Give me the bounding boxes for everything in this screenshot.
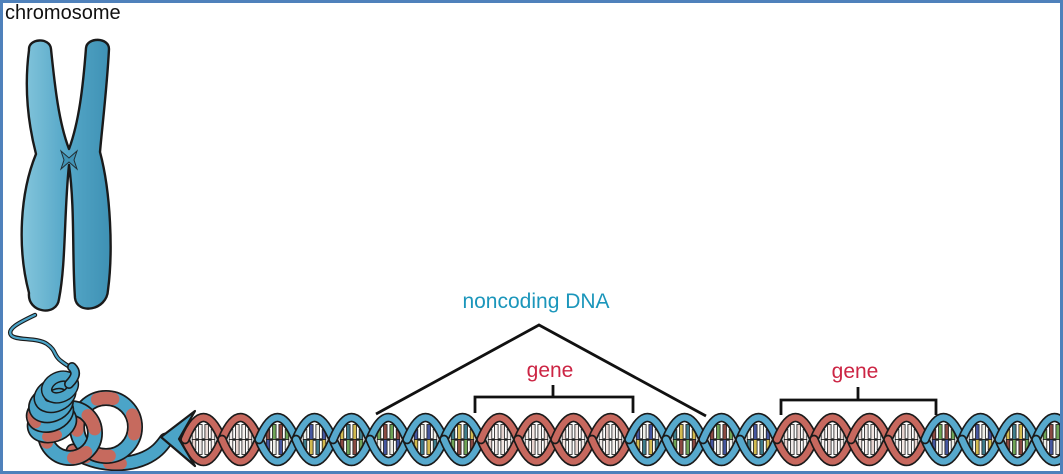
dna-helix-segment (883, 412, 930, 467)
dna-chromosome-diagram (8, 38, 1060, 471)
dna-helix-segment (513, 412, 560, 467)
dna-helix-segment (698, 412, 745, 467)
helix-funnel (159, 409, 197, 468)
dna-helix-segment (254, 412, 301, 467)
noncoding-pointer-lines (375, 323, 707, 418)
dna-helix-segment (217, 412, 264, 467)
gene-label-right: gene (831, 360, 879, 383)
dna-helix-segment (624, 412, 671, 467)
gene-label-left: gene (526, 359, 574, 382)
dna-helix-segment (439, 412, 486, 467)
dna-helix-segment (920, 412, 967, 467)
dna-helix-segment (1031, 412, 1060, 467)
dna-helix-segment (735, 412, 782, 467)
chromatin-loop (69, 390, 143, 464)
chromatin-thread (8, 312, 75, 372)
dna-helix-segment (402, 412, 449, 467)
dna-helix-segment (957, 412, 1004, 467)
dna-helix-segment (328, 412, 375, 467)
gene-left-bracket (473, 385, 635, 413)
dna-helix-segment (365, 412, 412, 467)
dna-helix-segment (550, 412, 597, 467)
dna-helix-segment (846, 412, 893, 467)
dna-helix-segment (661, 412, 708, 467)
dna-helix-segment (772, 412, 819, 467)
dna-helix-segment (809, 412, 856, 467)
chromatin-taper-tube (64, 362, 81, 389)
chromatin-coil (25, 362, 174, 471)
chromosome-body (20, 38, 112, 312)
dna-helix-segment (180, 412, 227, 467)
chromatin-ring-pile (25, 370, 80, 444)
chromosome-figure (20, 38, 112, 312)
dna-helix-segment (291, 412, 338, 467)
dna-helix (180, 412, 1060, 467)
chromosome-label: chromosome (5, 2, 121, 24)
gene-right-bracket (779, 387, 938, 415)
dna-helix-segment (587, 412, 634, 467)
dna-helix-segment (476, 412, 523, 467)
noncoding-dna-label: noncoding DNA (462, 290, 610, 313)
dna-helix-segment (994, 412, 1041, 467)
centromere (59, 149, 79, 171)
